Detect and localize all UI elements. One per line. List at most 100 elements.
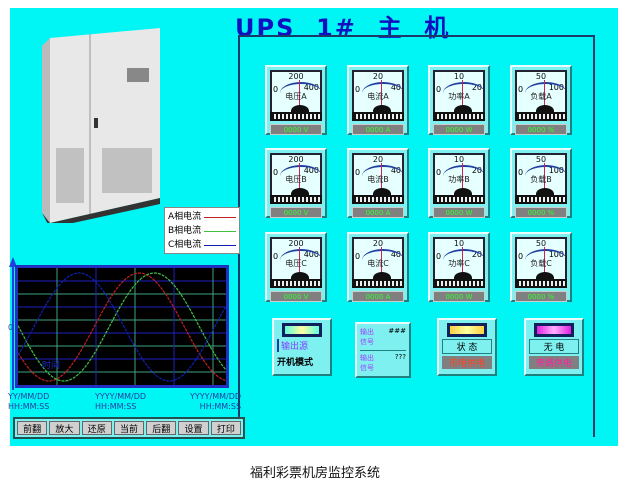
toolbar-button-5[interactable]: 设置 [178,421,209,435]
gauge-needle [381,247,382,277]
scale-mid: 50 [535,239,547,248]
needle-hub [536,188,554,195]
gauge-label: 电流C [367,259,389,268]
scale-arc [280,165,320,187]
ups-cabinet-image [42,28,160,223]
gauge-ticks [433,279,485,288]
y-axis-arrow-icon [9,257,17,267]
gauge-ticks [515,195,567,204]
scale-min: 0 [355,85,361,94]
scale-mid: 200 [288,72,304,81]
gauge-readout: 0000 A [352,291,404,302]
needle-hub [291,105,309,112]
y-tick-label: 0 [8,323,13,332]
toolbar-button-2[interactable]: 还原 [81,421,112,435]
scale-arc [525,82,565,104]
gauge-readout: 0000 A [352,124,404,135]
toolbar-button-4[interactable]: 后翻 [146,421,177,435]
needle-hub [291,188,309,195]
scale-min: 0 [518,168,524,177]
gauge-needle [299,80,300,110]
signal-a-label: 输出信号 [360,328,374,346]
state-lamp [447,323,487,337]
scale-arc [362,165,402,187]
scale-mid: 10 [453,155,465,164]
gauge-ticks [270,195,322,204]
gauge-readout: 0000 V [270,291,322,302]
power-panel: 无 电 旁路供电 [524,318,584,376]
gauge-readout: 0000 % [515,124,567,135]
state-label: 状 态 [442,339,492,354]
gauge-readout: 0000 % [515,291,567,302]
toolbar-button-6[interactable]: 打印 [210,421,241,435]
scale-mid: 20 [372,239,384,248]
gauge-needle [381,80,382,110]
figure-caption: 福利彩票机房监控系统 [249,466,380,481]
gauge-label: 电流B [367,175,389,184]
gauge-readout: 0000 W [433,291,485,302]
gauge-needle [544,163,545,193]
gauge-ticks [433,195,485,204]
gauge-needle [544,80,545,110]
toolbar-button-3[interactable]: 当前 [113,421,145,435]
scale-min: 0 [273,85,279,94]
toolbar-button-1[interactable]: 放大 [49,421,80,435]
needle-hub [373,272,391,279]
scale-arc [525,165,565,187]
gauge-label: 电压B [285,175,307,184]
state-panel: 状 态 市电供电 [437,318,497,376]
scale-min: 0 [273,168,279,177]
scale-mid: 10 [453,72,465,81]
gauge-readout: 0000 % [515,207,567,218]
legend-item: C相电流 [168,238,236,252]
scale-arc [280,82,320,104]
gauge-ticks [433,112,485,121]
gauge-label: 负载A [530,92,552,101]
gauge-readout: 0000 W [433,124,485,135]
scale-arc [443,82,483,104]
series-line [18,272,226,382]
legend-item: B相电流 [168,224,236,238]
gauge-readout: 0000 A [352,207,404,218]
gauge-ticks [352,195,404,204]
gauge-ticks [270,279,322,288]
scale-mid: 20 [372,72,384,81]
scale-arc [362,82,402,104]
gauge-ticks [270,112,322,121]
needle-hub [454,188,472,195]
scale-mid: 20 [372,155,384,164]
legend-swatch [204,216,236,218]
needle-hub [454,105,472,112]
series-line [18,272,226,382]
power-value: 旁路供电 [529,356,579,369]
scale-arc [280,249,320,271]
needle-hub [536,105,554,112]
scale-mid: 200 [288,155,304,164]
signal-b-value: ??? [394,353,406,361]
power-label: 无 电 [529,339,579,354]
toolbar-button-0[interactable]: 前翻 [17,421,48,435]
needle-hub [291,272,309,279]
gauge-ticks [515,112,567,121]
scale-mid: 200 [288,239,304,248]
startup-mode-label: 开机模式 [277,358,314,368]
